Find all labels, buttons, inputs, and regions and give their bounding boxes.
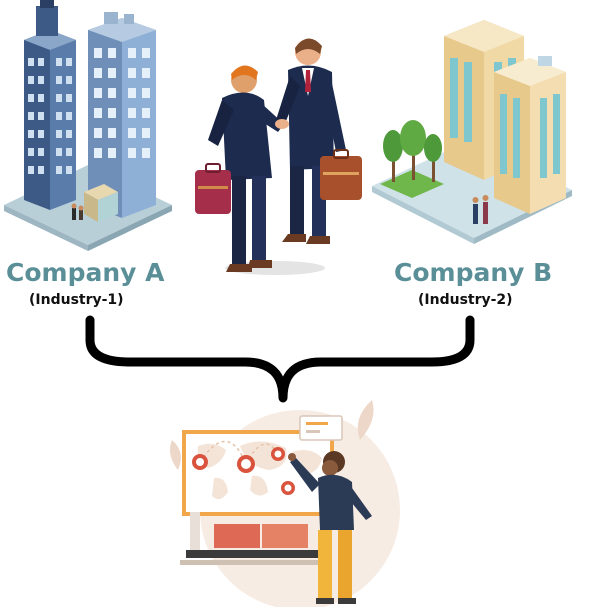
business-handshake-icon: [195, 38, 362, 275]
company-a-title: Company A: [6, 258, 165, 287]
company-a-industry: (Industry-1): [29, 292, 124, 308]
apartment-buildings-icon: [372, 20, 572, 244]
company-b-title: Company B: [394, 258, 553, 287]
merge-brace-connector: [85, 315, 475, 403]
company-b-industry: (Industry-2): [418, 292, 513, 308]
global-logistics-map-icon: [170, 400, 400, 607]
office-skyscrapers-icon: [4, 0, 172, 251]
